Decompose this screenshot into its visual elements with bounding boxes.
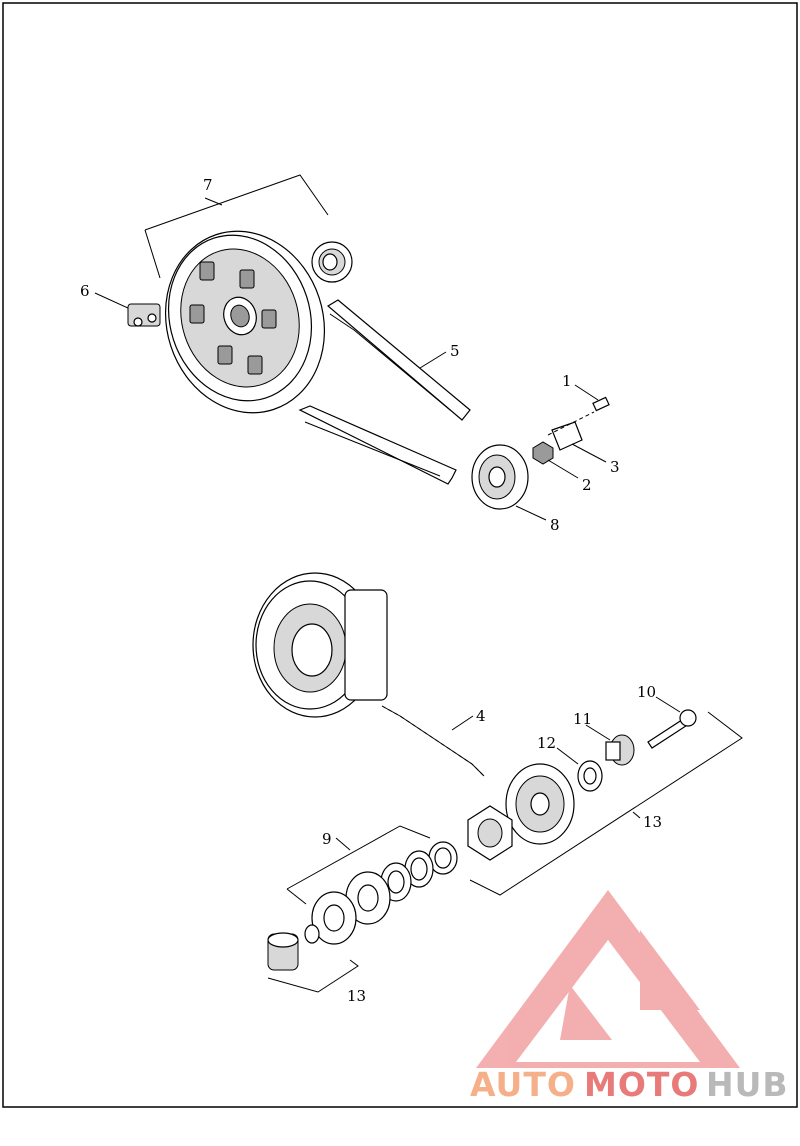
callout-7: 7 [203,176,213,194]
bearing [311,241,353,283]
transmission-sprocket [471,444,529,510]
callout-9: 9 [322,830,332,848]
callout-5: 5 [450,342,460,360]
callout-4: 4 [476,707,486,725]
sliding-cam [605,734,635,766]
clutch-assembly [252,572,388,718]
callout-3: 3 [610,458,620,476]
watermark-logo [476,890,740,1068]
lock-plate [551,421,583,451]
callout-13-upper: 13 [643,813,662,831]
watermark-text-auto: AUTO [470,1065,576,1104]
spring-plates [304,841,458,945]
bolt [647,709,697,749]
callout-8: 8 [550,516,560,534]
callout-6: 6 [80,282,90,300]
compensator-sprocket [505,763,575,845]
rear-pulley [164,230,326,414]
callout-1: 1 [562,372,572,390]
page-border [2,2,798,1108]
compensator-nut [467,805,513,861]
screw [592,396,610,412]
callout-2: 2 [582,476,592,494]
callout-13-lower: 13 [347,987,366,1005]
watermark-text-moto: MOTO [584,1065,699,1104]
splined-hub [267,932,299,971]
watermark-text-hub: HUB [706,1065,789,1104]
callout-10: 10 [637,683,656,701]
callout-12: 12 [537,734,556,752]
nut [532,441,554,465]
primary-chain [381,705,485,777]
callout-11: 11 [573,710,592,728]
leader-lines [94,174,743,993]
drive-belt [298,299,471,485]
bracket [127,303,161,327]
